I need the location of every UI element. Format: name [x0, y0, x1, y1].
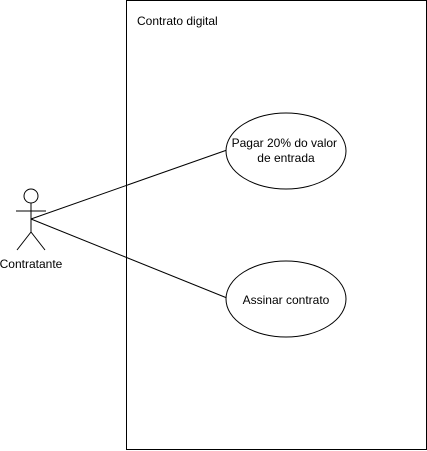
use-case-label: Assinar contrato: [243, 293, 330, 307]
use-case-ellipse: [225, 112, 347, 190]
stick-figure-actor-icon: [16, 188, 46, 251]
actor-label: Contratante: [0, 257, 63, 271]
associations: [30, 149, 228, 299]
use-case-label-line: Assinar contrato: [243, 293, 330, 307]
use-case-label-line: de entrada: [257, 151, 315, 165]
use-case-label: Pagar 20% do valor de entrada: [232, 136, 341, 165]
use-case-pay-down-payment: Pagar 20% do valor de entrada: [225, 112, 347, 190]
association-line-sign: [30, 218, 228, 299]
actor-contratante: Contratante: [0, 188, 63, 271]
association-line-pay: [30, 149, 228, 220]
system-boundary-title: Contrato digital: [137, 14, 218, 28]
use-case-label-line: Pagar 20% do valor: [232, 136, 337, 150]
use-case-sign-contract: Assinar contrato: [225, 260, 347, 338]
system-boundary-box: [126, 0, 427, 450]
system-boundary: Contrato digital: [126, 0, 427, 450]
use-case-ellipse: [225, 260, 347, 338]
